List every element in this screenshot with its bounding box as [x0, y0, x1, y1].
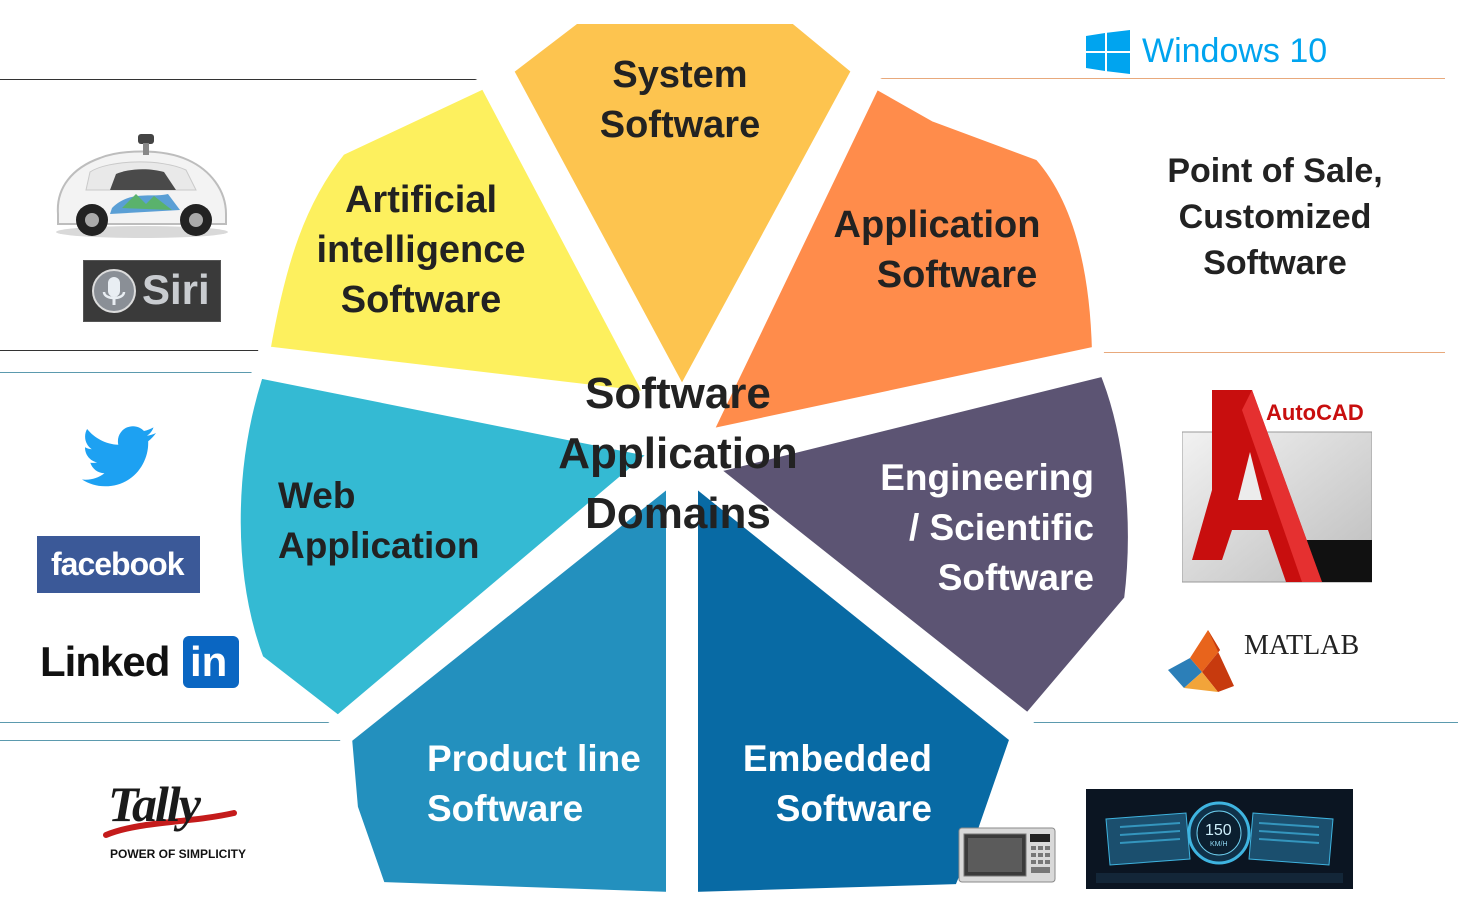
- car-dashboard-image: 150 KM/H: [1086, 789, 1353, 889]
- segment-system: [501, 12, 864, 401]
- siri-logo-text: Siri: [142, 266, 210, 313]
- divider-line-low-right: [1030, 722, 1458, 723]
- segment-label-product-line-line-2: Software: [427, 788, 583, 829]
- divider-line-low-left: [0, 722, 340, 723]
- segment-label-engineering-line-2: / Scientific: [909, 507, 1094, 548]
- tally-swoosh-icon: [103, 810, 237, 838]
- segment-label-ai-line-2: intelligence: [316, 229, 525, 271]
- divider-line-top-left: [0, 79, 490, 80]
- point-of-sale-text: Point of Sale, Customized Software: [1140, 148, 1410, 286]
- segment-application: [699, 76, 1104, 442]
- segment-label-system-line-2: Software: [600, 104, 760, 146]
- divider-line-low-left-2: [0, 740, 348, 741]
- segment-label-system-line-1: System: [612, 54, 747, 96]
- matlab-logo-text: MATLAB: [1244, 630, 1360, 661]
- microwave-image: [958, 826, 1056, 886]
- windows-logo: Windows 10: [1086, 30, 1336, 74]
- twitter-bird-icon: [82, 426, 156, 487]
- facebook-logo-text: facebook: [51, 546, 184, 582]
- matlab-logo: MATLAB: [1168, 628, 1368, 694]
- segment-label-engineering-line-1: Engineering: [880, 457, 1094, 498]
- divider-line-top-right: [875, 78, 1445, 79]
- segment-ai: [258, 76, 658, 404]
- dashboard-speed: 150: [1205, 822, 1232, 839]
- segment-label-web-line-2: Application: [278, 525, 479, 566]
- dashboard-speed-unit: KM/H: [1210, 841, 1228, 848]
- center-title: Software Application Domains: [540, 364, 816, 544]
- linkedin-logo-text: Linked: [40, 638, 170, 685]
- segment-label-ai-line-1: Artificial: [345, 179, 497, 221]
- windows-icon: [1086, 30, 1130, 74]
- siri-logo: Siri: [83, 260, 221, 322]
- matlab-membrane-icon: [1168, 630, 1234, 692]
- pos-line-3: Software: [1203, 244, 1347, 282]
- segment-label-engineering-line-3: Software: [938, 557, 1094, 598]
- segment-label-ai-line-3: Software: [341, 279, 501, 321]
- pos-line-2: Customized: [1178, 198, 1372, 236]
- divider-line-mid-left: [0, 350, 268, 351]
- segment-label-embedded-line-1: Embedded: [743, 738, 932, 779]
- autocad-logo-text: AutoCAD: [1266, 400, 1364, 425]
- twitter-logo: [78, 425, 158, 490]
- segment-label-application-line-2: Software: [877, 254, 1037, 296]
- divider-line-mid-left-2: [0, 372, 262, 373]
- linkedin-in-text: in: [190, 638, 228, 685]
- linkedin-logo: Linked in: [40, 634, 240, 690]
- self-driving-car-image: [50, 128, 230, 240]
- facebook-logo: facebook: [37, 536, 200, 593]
- tally-logo: Tally POWER OF SIMPLICITY: [100, 775, 246, 865]
- autocad-icon: [1181, 390, 1373, 583]
- autocad-logo: AutoCAD: [1181, 390, 1373, 585]
- center-title-line-1: Software: [585, 369, 771, 418]
- microphone-icon: [92, 269, 136, 313]
- segment-label-product-line-line-1: Product line: [427, 738, 641, 779]
- tally-tagline: POWER OF SIMPLICITY: [110, 847, 247, 861]
- divider-line-mid-right: [1100, 352, 1445, 353]
- linkedin-in-badge: in: [183, 636, 239, 688]
- segment-label-web-line-1: Web: [278, 475, 355, 516]
- segment-label-embedded-line-2: Software: [776, 788, 932, 829]
- segment-engineering: [704, 364, 1140, 726]
- center-title-line-3: Domains: [585, 489, 771, 538]
- segment-label-application-line-1: Application: [834, 204, 1041, 246]
- tally-logo-text: Tally: [108, 776, 201, 832]
- windows-logo-text: Windows 10: [1142, 32, 1328, 70]
- segment-web: [228, 366, 664, 728]
- center-title-line-2: Application: [558, 429, 798, 478]
- segment-product-line: [340, 472, 678, 902]
- pos-line-1: Point of Sale,: [1167, 152, 1383, 190]
